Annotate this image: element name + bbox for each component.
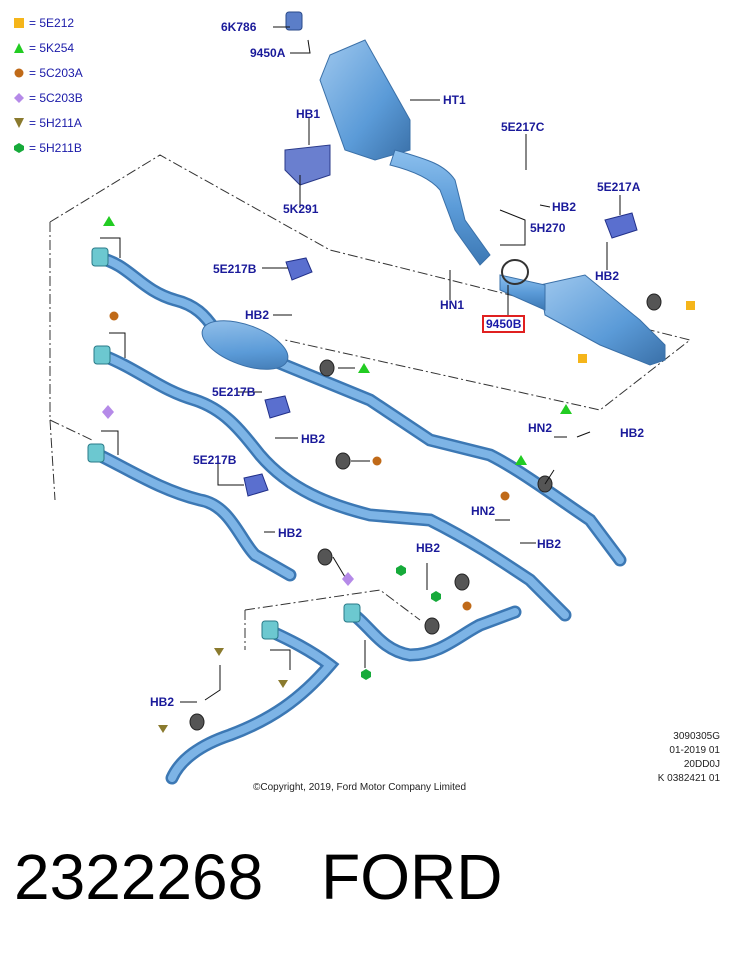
diagram-markers: [102, 216, 695, 733]
legend-item-label: = 5E212: [29, 15, 75, 30]
square-marker-icon: [14, 17, 24, 28]
part-label-hn2: HN2: [528, 421, 553, 435]
legend-item-5h211a: = 5H211A: [14, 110, 83, 135]
heat-shield-bracket: [284, 144, 331, 186]
legend-item-label: = 5H211A: [29, 115, 82, 130]
part-label-hb2: HB2: [416, 541, 441, 555]
rear-pipe-left: [165, 620, 340, 785]
legend-item-5h211b: = 5H211B: [14, 135, 83, 160]
part-label-hn2: HN2: [471, 504, 496, 518]
legend-item-label: = 5C203B: [29, 90, 83, 105]
part-label-5e217b: 5E217B: [193, 453, 237, 467]
part-label-5h270: 5H270: [530, 221, 566, 235]
highlighted-part-label-9450b: 9450B: [482, 315, 526, 333]
part-label-5e217b: 5E217B: [212, 385, 256, 399]
part-label-hb2: HB2: [537, 537, 562, 551]
part-caption: 2322268 FORD: [14, 840, 502, 914]
part-label-hb2: HB2: [150, 695, 175, 709]
part-label-hb2: HB2: [595, 269, 620, 283]
pipe-assembly-3: [87, 443, 297, 582]
rear-pipe-right: [343, 603, 522, 662]
legend-item-5k254: = 5K254: [14, 35, 83, 60]
triangle-marker-icon: [14, 42, 24, 53]
circle-marker-icon: [14, 68, 24, 77]
part-label-6k786: 6K786: [221, 20, 257, 34]
hexagon-marker-icon: [14, 142, 24, 153]
brackets: [243, 212, 638, 497]
drawing-code: 20DD0J: [683, 759, 720, 770]
part-label-hb2: HB2: [278, 526, 303, 540]
drawing-code: K 0382421 01: [657, 773, 720, 784]
legend-item-label: = 5H211B: [29, 140, 82, 155]
drawing-codes: 3090305G 01-2019 01 20DD0J K 0382421 01: [658, 730, 720, 786]
part-number: 2322268: [14, 841, 264, 913]
part-label-5e217c: 5E217C: [501, 120, 545, 134]
part-label-5e217a: 5E217A: [597, 180, 641, 194]
diamond-marker-icon: [14, 92, 24, 103]
drawing-code: 01-2019 01: [669, 745, 720, 756]
symbol-legend: = 5E212 = 5K254 = 5C203A = 5C203B = 5H21…: [14, 10, 83, 160]
gasket-9450b: [501, 259, 529, 285]
copyright-notice: ©Copyright, 2019, Ford Motor Company Lim…: [253, 782, 467, 793]
legend-item-label: = 5C203A: [29, 65, 83, 80]
part-label-hb2: HB2: [301, 432, 326, 446]
hanger-insulators: [189, 293, 662, 731]
part-label-hb2: HB2: [245, 308, 270, 322]
drawing-code: 3090305G: [673, 731, 720, 742]
part-label-ht1: HT1: [443, 93, 466, 107]
part-label-9450a: 9450A: [250, 46, 286, 60]
part-label-5k291: 5K291: [283, 202, 319, 216]
legend-item-5c203b: = 5C203B: [14, 85, 83, 110]
part-label-hn1: HN1: [440, 298, 465, 312]
legend-item-5e212: = 5E212: [14, 10, 83, 35]
triangle-down-marker-icon: [14, 117, 24, 128]
legend-item-label: = 5K254: [29, 40, 75, 55]
part-label-hb2: HB2: [620, 426, 645, 440]
part-label-hb2: HB2: [552, 200, 577, 214]
part-label-5e217b: 5E217B: [213, 262, 257, 276]
brand-name: FORD: [321, 841, 503, 913]
catalytic-converter: [285, 11, 491, 266]
exhaust-system-diagram: [49, 11, 695, 785]
legend-item-5c203a: = 5C203A: [14, 60, 83, 85]
assembly-outline: [49, 154, 692, 650]
pipe-assembly-2: [93, 345, 572, 622]
part-label-hb1: HB1: [296, 107, 321, 121]
leader-lines: [100, 26, 621, 703]
